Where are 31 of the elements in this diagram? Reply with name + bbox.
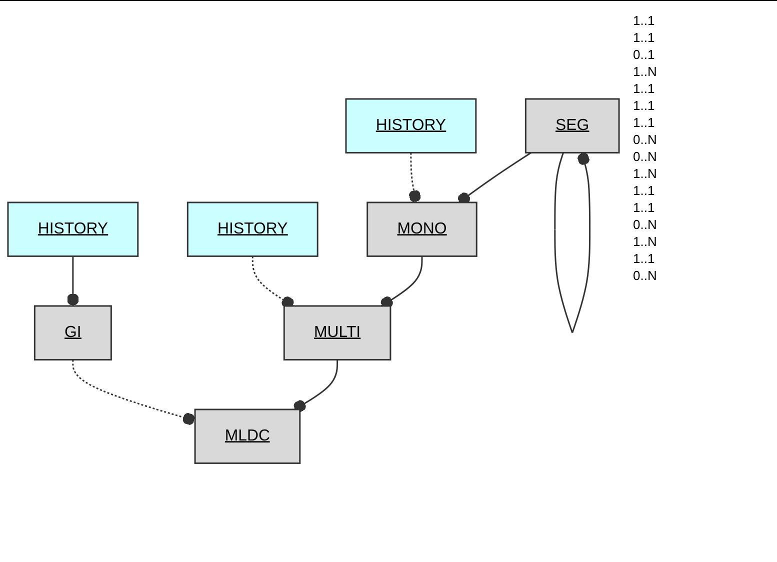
- node-box: MLDC: [194, 408, 301, 464]
- node-box: SEG: [524, 98, 620, 154]
- connector: [408, 152, 421, 203]
- multiplicity-label: 0..1: [633, 47, 656, 62]
- multiplicity-label: 0..N: [633, 132, 658, 147]
- multiplicity-label: 1..N: [633, 234, 658, 249]
- multiplicity-label: 1..1: [633, 200, 656, 215]
- node-box: HISTORY: [7, 202, 139, 257]
- multiplicity-label: 1..1: [633, 183, 656, 198]
- node-box: HISTORY: [186, 202, 318, 257]
- connector: [380, 256, 423, 308]
- multiplicity-label: 1..1: [633, 98, 656, 113]
- multiplicity-label: 1..1: [633, 30, 656, 45]
- multiplicity-label: 0..N: [633, 217, 658, 232]
- multiplicity-label: 1..1: [633, 251, 656, 266]
- node-box: MULTI: [283, 305, 392, 360]
- multiplicity-label: 0..N: [633, 268, 658, 283]
- connector: [554, 152, 591, 333]
- multiplicity-label: 1..1: [633, 13, 656, 28]
- node-box: HISTORY: [345, 98, 477, 154]
- multiplicity-label: 1..1: [633, 81, 656, 96]
- multiplicity-label: 1..1: [633, 115, 656, 130]
- multiplicity-label: 1..N: [633, 166, 658, 181]
- multiplicity-label: 1..N: [633, 64, 658, 79]
- connector: [66, 256, 79, 306]
- node-box: GI: [34, 305, 112, 360]
- connector: [252, 256, 294, 308]
- multiplicity-label: 0..N: [633, 149, 658, 164]
- connector: [72, 360, 196, 425]
- node-box: MONO: [366, 202, 478, 257]
- connector: [294, 360, 338, 412]
